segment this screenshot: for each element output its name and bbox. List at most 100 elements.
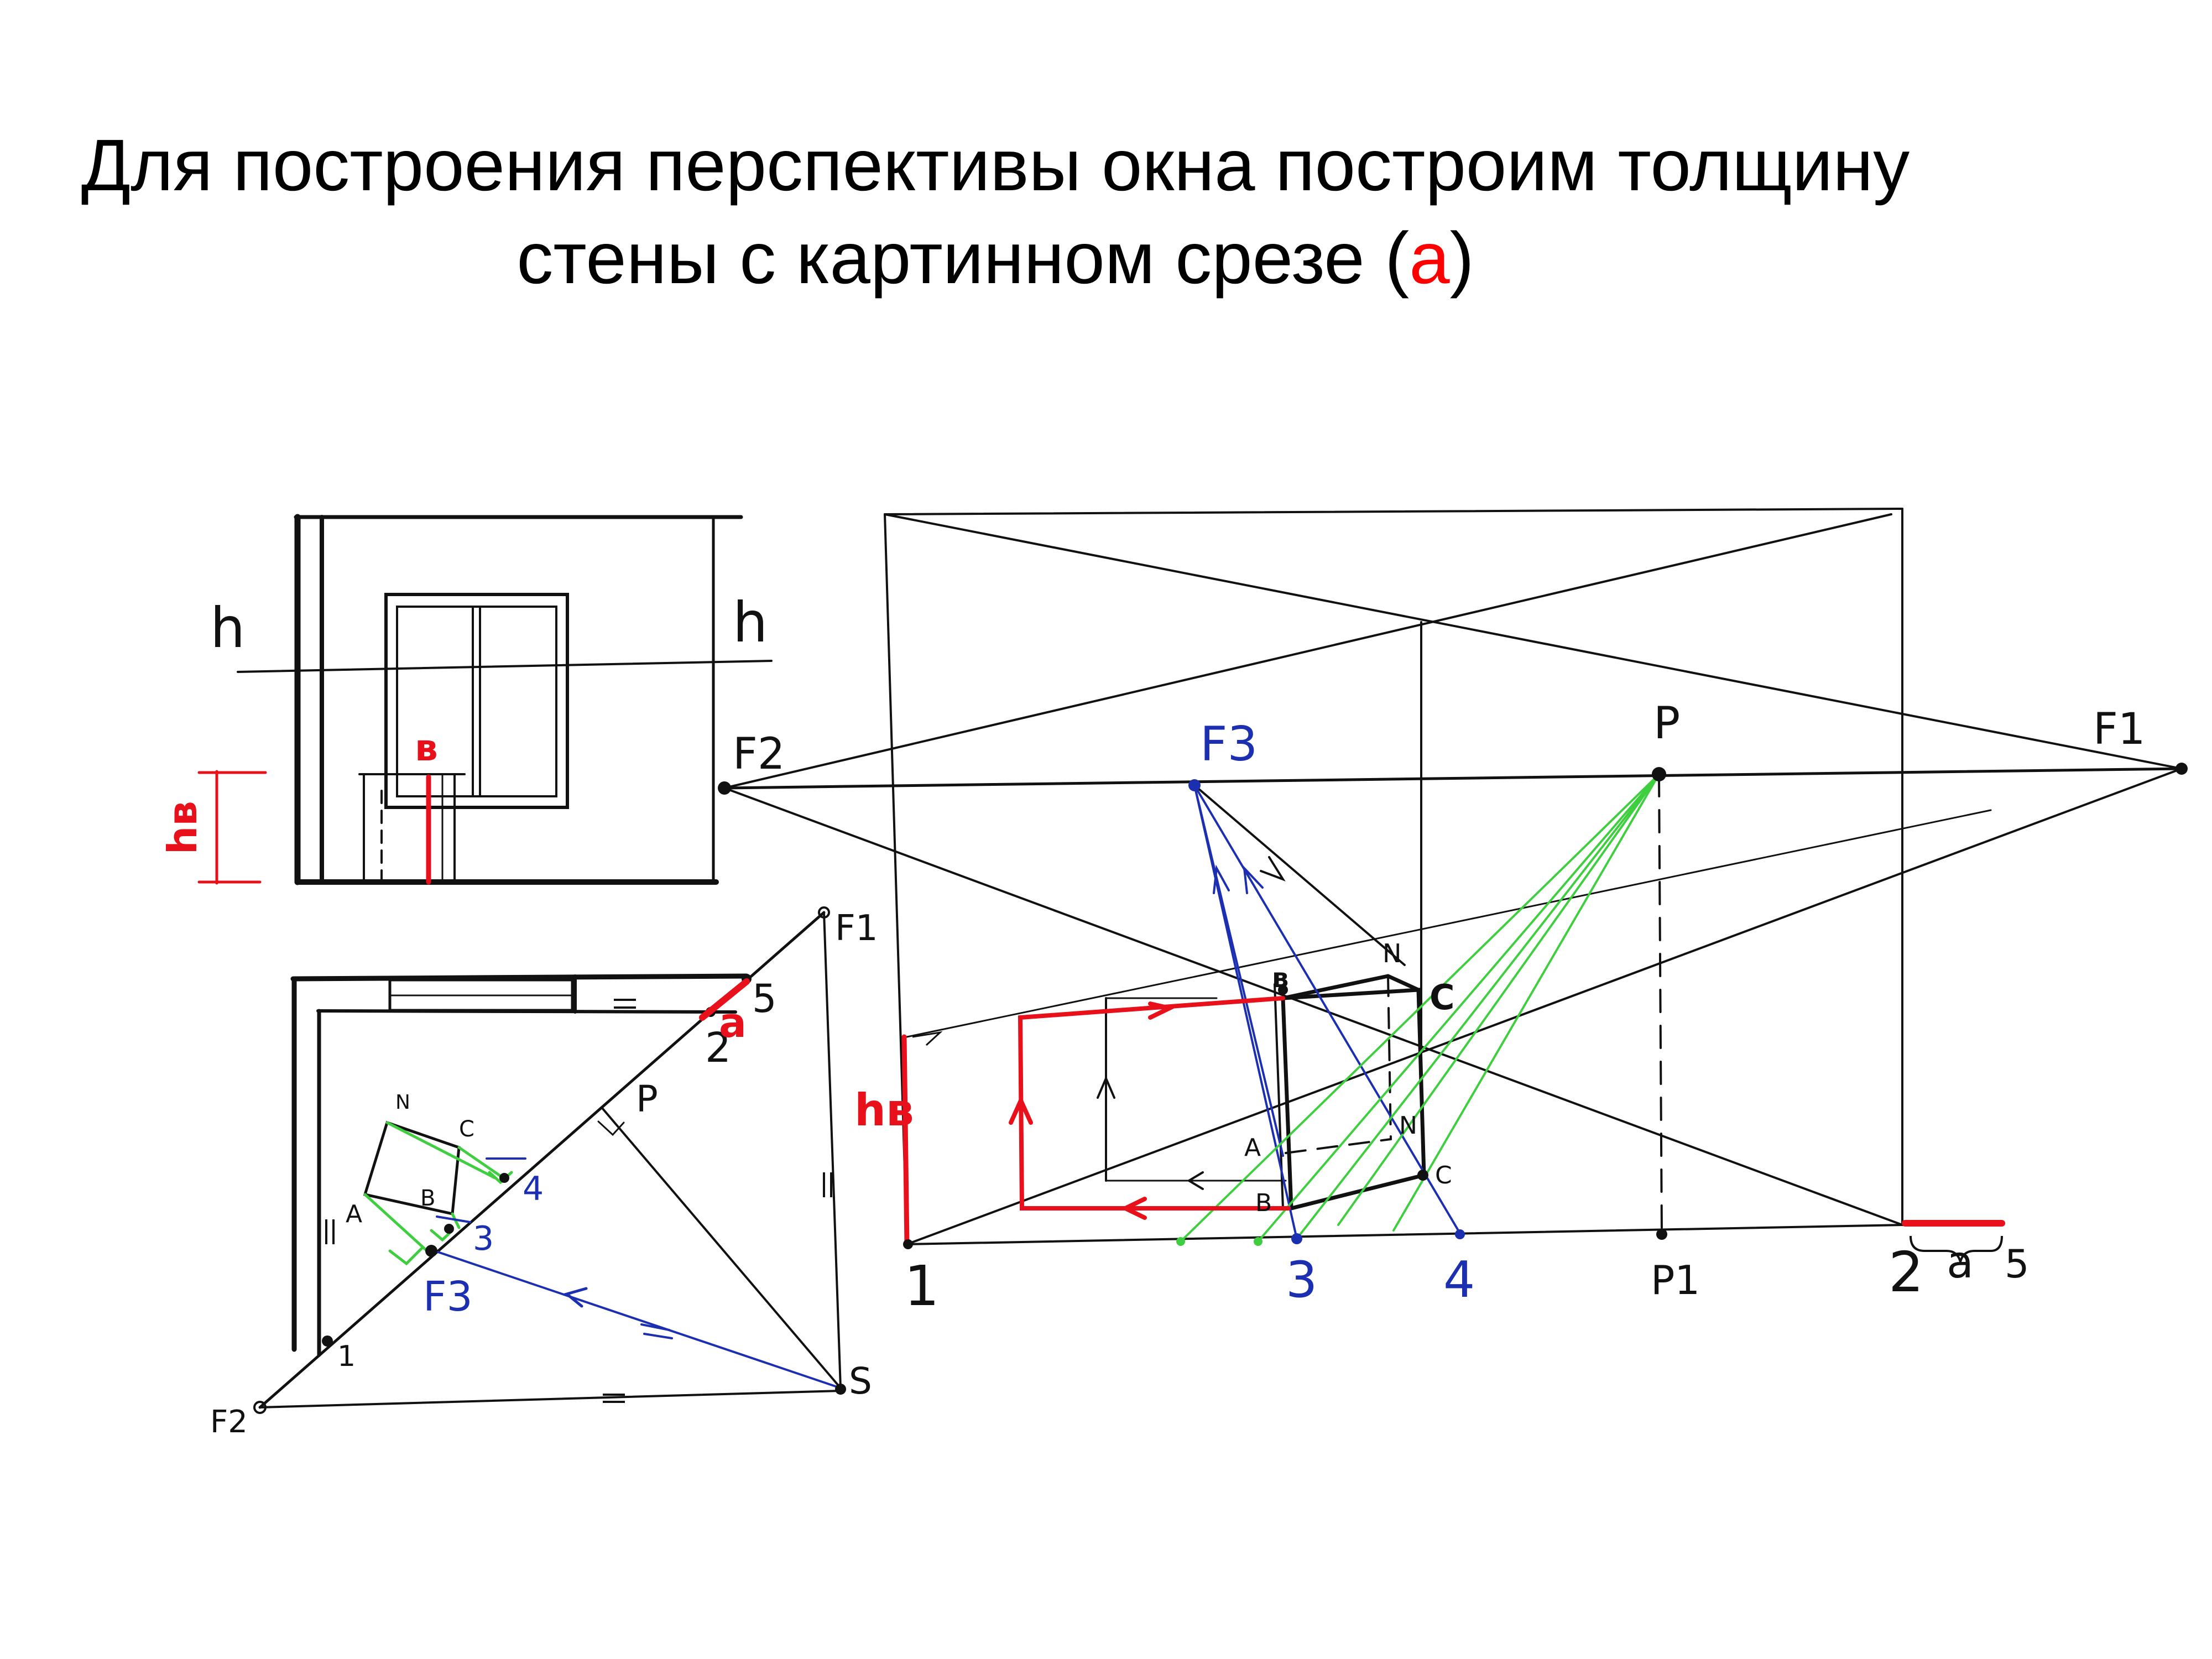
blue-ray-f3-to-a [1193,784,1284,1157]
plan-green-n-to-4 [385,1121,497,1180]
label-hb: hв [854,1084,914,1136]
perspective-green-rays [1180,773,1660,1243]
perspective-red-construction [901,996,2005,1247]
green-ray-p-4 [1337,773,1660,1226]
window-box-back-edge [1387,975,1392,1140]
label-f3: F3 [1200,717,1258,772]
red-arrow-right [1148,1001,1176,1020]
point-ground-3 [1291,1233,1302,1244]
wall-plan [258,911,842,1409]
frame-diagonal-1 [884,513,2183,770]
label-ground-1: 1 [904,1254,940,1318]
plan-parallel-marks [325,999,832,1403]
plan-point-f3 [425,1245,437,1257]
label-ground-4: 4 [1443,1251,1475,1309]
frame-top [884,508,1903,515]
label-p1: P1 [1651,1257,1700,1303]
blue-arrow-1 [1213,864,1230,894]
point-f2 [718,781,731,795]
point-ground-4 [1455,1229,1465,1239]
plan-blue-parallel-mark-1 [640,1323,670,1331]
plan-label-b: B [420,1186,435,1211]
plan-point-f1 [818,906,830,919]
elevation-label-h-left: h [210,596,245,660]
perspective-points [718,763,2188,1249]
window-box-front [1281,988,1426,1211]
plan-point-f2 [253,1401,267,1414]
green-point-2 [1254,1237,1262,1246]
principal-vertical-p-p1 [1658,773,1663,1234]
inner-arrow-up [1097,1075,1115,1099]
elevation-label-h-right: h [733,590,768,655]
plan-blue-arrow [564,1287,588,1308]
frame-diagonal-2 [723,513,1892,789]
horizon-line-elevation [237,660,773,673]
arrow-from-left-edge [912,1031,943,1046]
title-line-2: стены с картинном срезе (а) [0,212,1991,305]
plan-blue-s-to-f3 [430,1249,842,1389]
plan-label-1: 1 [337,1340,356,1373]
ground-line [906,1224,1906,1245]
plan-label-5: 5 [752,976,777,1021]
elevation-label-hb: hв [159,801,206,854]
plan-blue-parallel-mark-2 [643,1333,673,1339]
point-c-bottom [1417,1170,1428,1181]
plan-construction-blue [430,1157,842,1389]
plan-point-s [835,1384,846,1395]
green-ray-p-1 [1180,773,1660,1243]
elevation-label-b: в [415,727,438,769]
label-p: P [1653,697,1680,749]
plan-label-3: 3 [473,1219,494,1258]
red-hb-line-left [901,1034,910,1247]
point-p [1652,767,1666,781]
plan-label-c: C [459,1117,474,1142]
label-ground-5: 5 [2005,1241,2030,1287]
window-frame-outer [384,593,569,809]
label-c-bottom: C [1435,1161,1452,1190]
plan-point-1 [322,1335,333,1347]
plan-label-a: A [346,1200,362,1228]
plan-thickness-a-red [699,978,750,1021]
wall-elevation [197,514,773,885]
ray-f3-arrow [1260,856,1286,881]
green-ray-p-2 [1257,773,1660,1243]
dimension-brace-a [1910,1235,2003,1262]
plan-construction-green [363,1121,513,1266]
window-box-hidden-bottom [1285,1138,1392,1154]
title-line-2-start: стены с картинном срезе ( [517,217,1410,299]
page-title: Для построения перспективы окна построим… [0,119,1991,305]
point-ground-1 [903,1239,913,1249]
blue-ray-f3-to-4 [1193,784,1461,1234]
red-arrow-up [1009,1095,1033,1125]
right-angle-mark-p [597,1120,625,1136]
plan-principal-ray-s-p [602,1108,842,1389]
plan-point-3 [444,1224,454,1234]
plan-blue-b-to-3 [436,1215,471,1223]
plan-label-p: P [636,1078,658,1120]
perspective-blue-rays [1193,784,1461,1240]
point-b-top [1278,985,1288,995]
ray-f2-to-ground-2 [723,787,1903,1226]
green-ray-p-3 [1296,773,1660,1240]
perspective-frame [723,508,2183,1245]
plan-label-n: N [395,1091,410,1114]
title-line-2-end: ) [1449,217,1474,299]
point-p1 [1656,1229,1667,1240]
ray-f3-to-c-top [1193,784,1406,966]
plan-sight-f2-s [259,1390,842,1408]
plan-wall-top-outer [290,973,749,982]
plan-label-s: S [849,1360,872,1402]
label-b-top: в [1272,963,1288,994]
label-c-top: C [1430,977,1455,1018]
plan-point-4 [499,1173,509,1183]
ray-wall-top-to-f1 [906,809,1992,1038]
title-line-2-red-letter: а [1409,217,1450,299]
label-n-top: N [1383,938,1401,968]
ray-f1-to-ground-1 [906,768,2183,1245]
plan-label-a-red: а [719,999,747,1047]
plan-right-angle-f3 [388,1247,423,1266]
label-b-bottom: B [1255,1189,1272,1217]
label-f2: F2 [733,729,785,779]
plan-label-f3: F3 [423,1273,473,1321]
